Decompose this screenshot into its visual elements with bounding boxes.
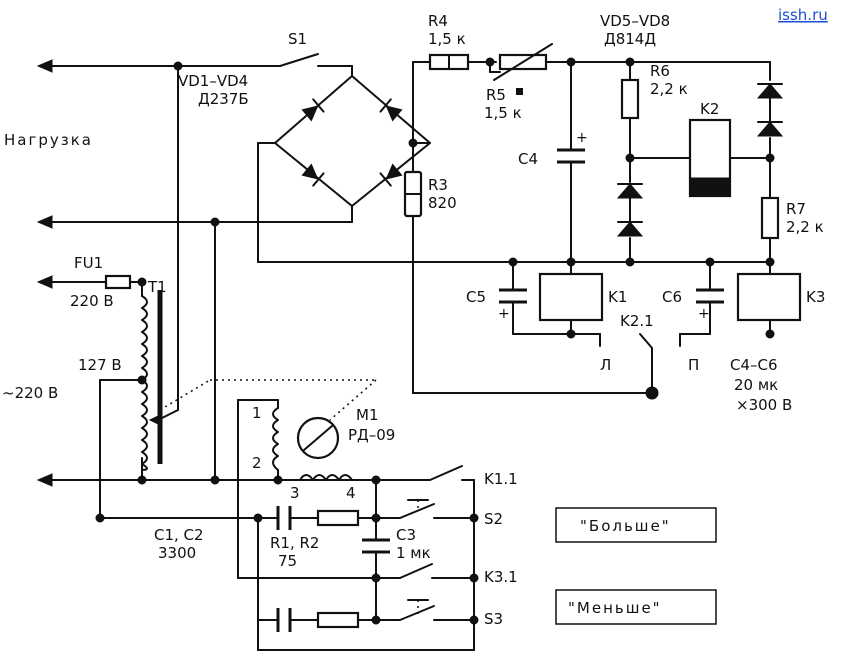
label-t1: T1	[147, 278, 167, 296]
label-c5: C5	[466, 288, 486, 306]
label-box-more	[555, 507, 717, 543]
label-winding-3: 3	[290, 484, 300, 502]
label-d237b: Д237Б	[198, 90, 249, 108]
label-c6: C6	[662, 288, 682, 306]
arrow-left-icon	[36, 275, 53, 289]
arrow-left-icon	[36, 59, 53, 73]
arrow-left-icon	[36, 473, 53, 487]
capacitor-c3	[362, 538, 390, 554]
relay-k3	[736, 272, 802, 322]
label-vd1-vd4: VD1–VD4	[178, 72, 248, 90]
label-c3: C3	[396, 526, 416, 544]
label-r4: R4	[428, 12, 448, 30]
label-127v: 127 В	[78, 356, 122, 374]
label-r7: R7	[786, 200, 806, 218]
label-c6-plus: +	[698, 306, 710, 322]
label-d814d: Д814Д	[604, 30, 656, 48]
label-r5-value: 1,5 к	[484, 104, 522, 122]
fuse-fu1	[104, 274, 132, 290]
label-k1: K1	[608, 288, 627, 306]
arrow-left-icon	[36, 215, 53, 229]
motor-winding-3-4	[299, 474, 353, 481]
site-link[interactable]: issh.ru	[778, 6, 828, 24]
label-r6-value: 2,2 к	[650, 80, 688, 98]
capacitor-c5	[499, 288, 527, 304]
label-r5: R5	[486, 86, 506, 104]
label-winding-4: 4	[346, 484, 356, 502]
resistor-r3	[403, 170, 423, 218]
label-load: Нагрузка	[4, 131, 93, 149]
zener-diodes-right	[756, 83, 784, 137]
label-m1: M1	[356, 406, 379, 424]
junction-dots	[95, 57, 775, 625]
zener-diodes-left	[616, 183, 644, 237]
capacitor-c2	[276, 608, 292, 632]
label-more: "Больше"	[580, 517, 671, 535]
label-220v-input: ~220 В	[2, 384, 58, 402]
label-less: "Меньше"	[568, 599, 662, 617]
label-c4-c6: C4–C6	[730, 356, 778, 374]
label-k3-1: K3.1	[484, 568, 518, 586]
resistor-r2	[316, 611, 360, 629]
label-fu1: FU1	[74, 254, 103, 272]
label-r7-value: 2,2 к	[786, 218, 824, 236]
label-k2-1: K2.1	[620, 312, 654, 330]
label-c4-plus: +	[576, 130, 588, 146]
label-p: П	[688, 356, 699, 374]
capacitor-c1	[276, 506, 292, 530]
label-k1-1: K1.1	[484, 470, 518, 488]
motor-winding-1-2	[272, 407, 279, 471]
label-k3: K3	[806, 288, 825, 306]
resistor-r1	[316, 509, 360, 527]
label-s1: S1	[288, 30, 307, 48]
label-r5-mark	[516, 88, 523, 95]
label-k2: K2	[700, 100, 719, 118]
resistor-r5	[489, 43, 553, 81]
label-220v-fuse: 220 В	[70, 292, 114, 310]
label-box-less	[555, 589, 717, 625]
label-vd5-vd8: VD5–VD8	[600, 12, 670, 30]
relay-k2	[688, 118, 732, 198]
label-r1-r2: R1, R2	[270, 534, 319, 552]
resistor-r7	[760, 196, 780, 240]
label-r6: R6	[650, 62, 670, 80]
label-c5-plus: +	[498, 306, 510, 322]
capacitor-c4	[557, 148, 585, 164]
label-c-value-2: ×300 В	[736, 396, 792, 414]
relay-k1	[538, 272, 604, 322]
label-s2: S2	[484, 510, 503, 528]
labels: issh.ru Нагрузка S1 VD1–VD4 Д237Б R4 1,5…	[2, 6, 828, 628]
label-rd09: РД–09	[348, 426, 395, 444]
label-r-value: 75	[278, 552, 297, 570]
capacitor-c6	[696, 288, 724, 304]
label-winding-2: 2	[252, 454, 262, 472]
label-r3-value: 820	[428, 194, 457, 212]
label-l: Л	[600, 356, 611, 374]
label-r4-value: 1,5 к	[428, 30, 466, 48]
label-c-value-1: 20 мк	[734, 376, 778, 394]
label-c1-c2: C1, C2	[154, 526, 204, 544]
diode-bridge	[274, 75, 431, 207]
label-s3: S3	[484, 610, 503, 628]
resistor-r6	[620, 78, 640, 120]
label-c1-value: 3300	[158, 544, 196, 562]
autotransformer-t1	[141, 290, 163, 471]
label-c3-value: 1 мк	[396, 544, 431, 562]
output-arrows	[36, 59, 53, 487]
label-r3: R3	[428, 176, 448, 194]
label-c4: C4	[518, 150, 538, 168]
label-winding-1: 1	[252, 404, 262, 422]
